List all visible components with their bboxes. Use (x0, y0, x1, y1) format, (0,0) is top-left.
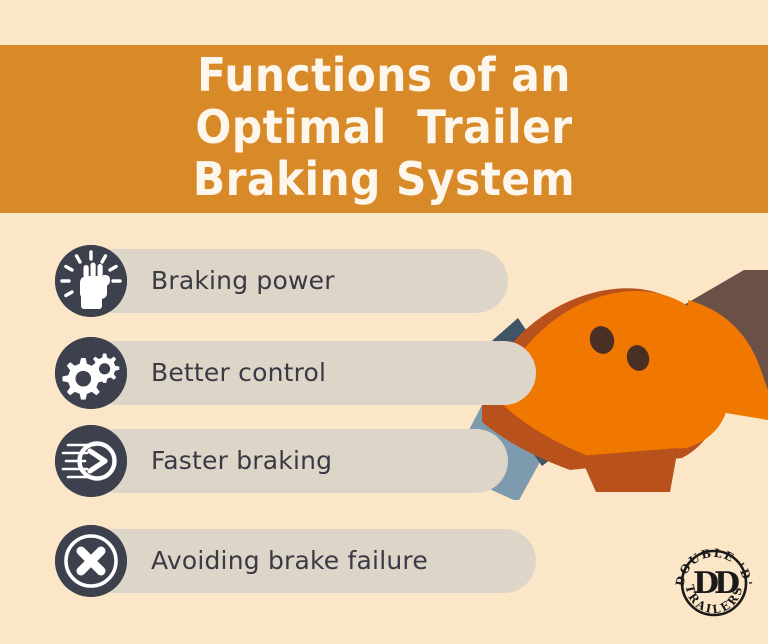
x-cross-glyph (76, 546, 106, 576)
list-item-pill (83, 341, 536, 405)
speed-arrow-icon (55, 425, 127, 497)
list-item-label: Avoiding brake failure (151, 546, 428, 575)
x-ring (64, 534, 118, 588)
fist-glyph (80, 262, 110, 309)
gear-large (62, 358, 105, 400)
x-circle-icon (55, 525, 127, 597)
logo-monogram: DD (693, 566, 739, 601)
dial-ticks (60, 250, 122, 298)
chevron-right-glyph (87, 448, 108, 474)
list-item-label: Faster braking (151, 446, 333, 475)
list-item-label: Braking power (151, 266, 335, 295)
speedometer-fist-icon (55, 245, 127, 317)
list-item-pill (83, 429, 508, 493)
title-line-3: Braking System (192, 152, 576, 206)
title-line-1: Functions of an (197, 48, 571, 102)
double-d-trailers-logo[interactable]: DOUBLE 'D' TRAILERS DD (672, 541, 756, 625)
list-item-pill (83, 529, 536, 593)
header-band: Functions of an Optimal Trailer Braking … (0, 45, 768, 213)
gears-icon (55, 337, 127, 409)
logo-outer-ring (680, 549, 748, 617)
list-item-label: Better control (151, 358, 327, 387)
list-item-pill (83, 249, 508, 313)
page-title: Functions of an Optimal Trailer Braking … (0, 49, 768, 205)
title-line-2: Optimal Trailer (195, 100, 573, 154)
feature-list: Braking power Better control (0, 232, 768, 622)
arrow-ring (77, 441, 117, 481)
